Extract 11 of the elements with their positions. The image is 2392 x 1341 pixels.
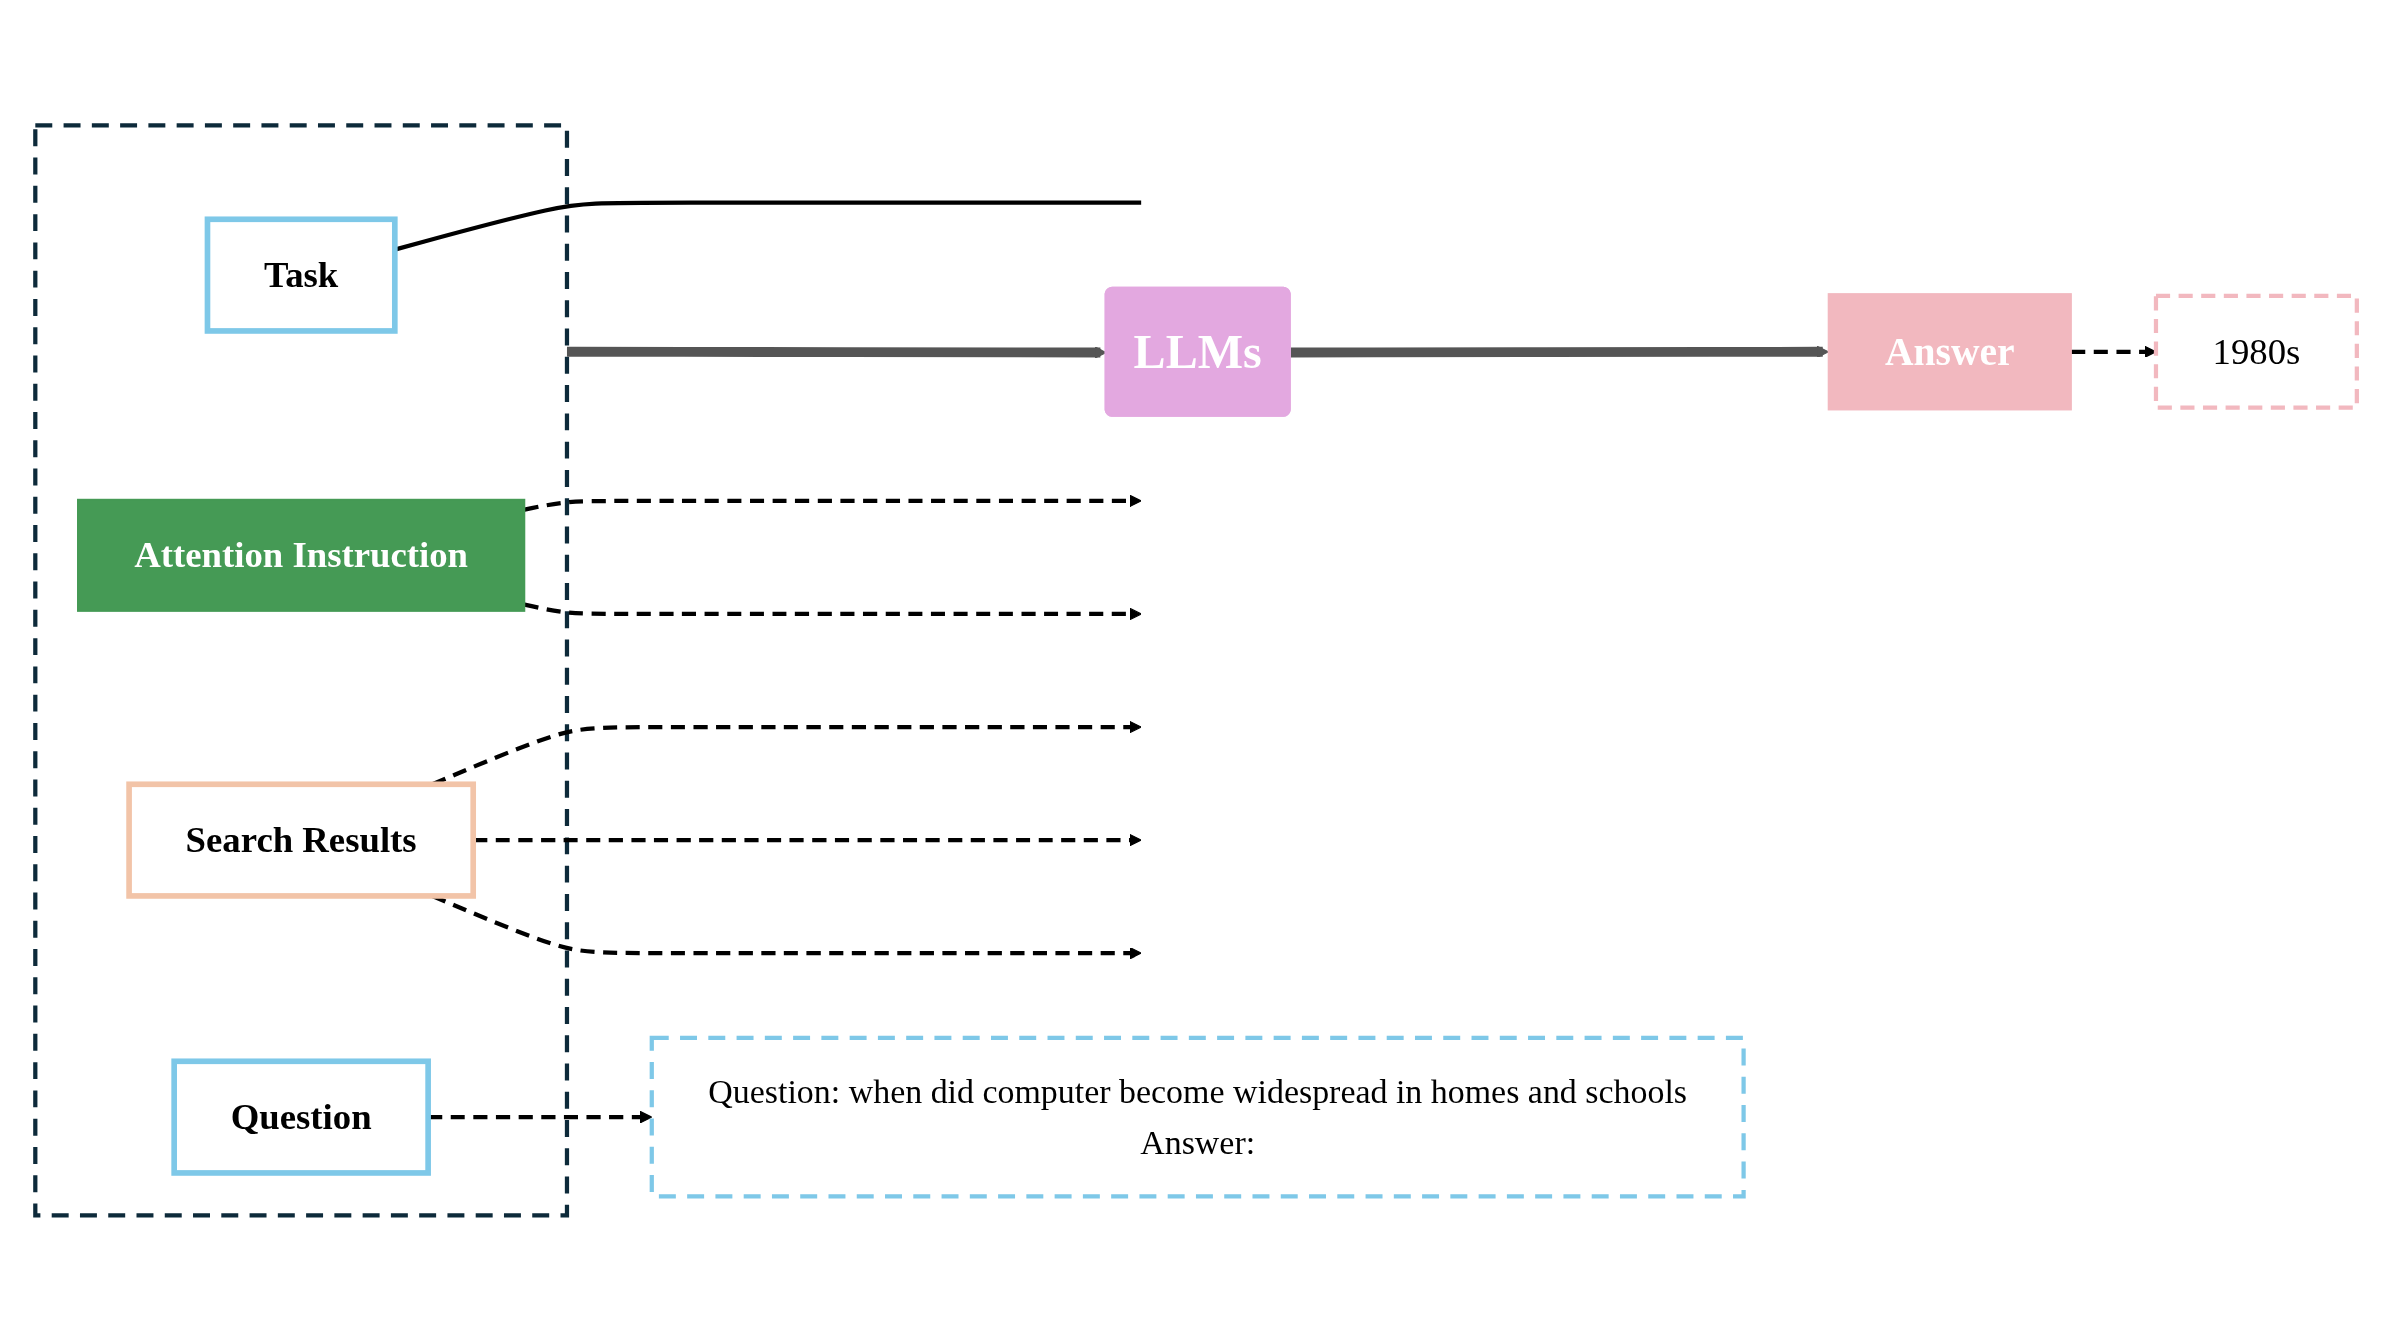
cluster <box>33 123 569 1218</box>
node-box: Attention Instruction <box>76 498 526 613</box>
node-box: Question <box>171 1058 431 1176</box>
node-box: Search Results <box>126 781 476 899</box>
arrow <box>1290 345 1829 359</box>
node-box: Answer <box>1827 293 2072 411</box>
node-box: Question: when did computer become widespread in homes and schools Answer: <box>649 1036 1746 1199</box>
node-box: Task <box>204 216 398 334</box>
arrow <box>524 494 1142 512</box>
arrow <box>524 602 1142 621</box>
node-box: 1980s <box>2153 294 2359 410</box>
